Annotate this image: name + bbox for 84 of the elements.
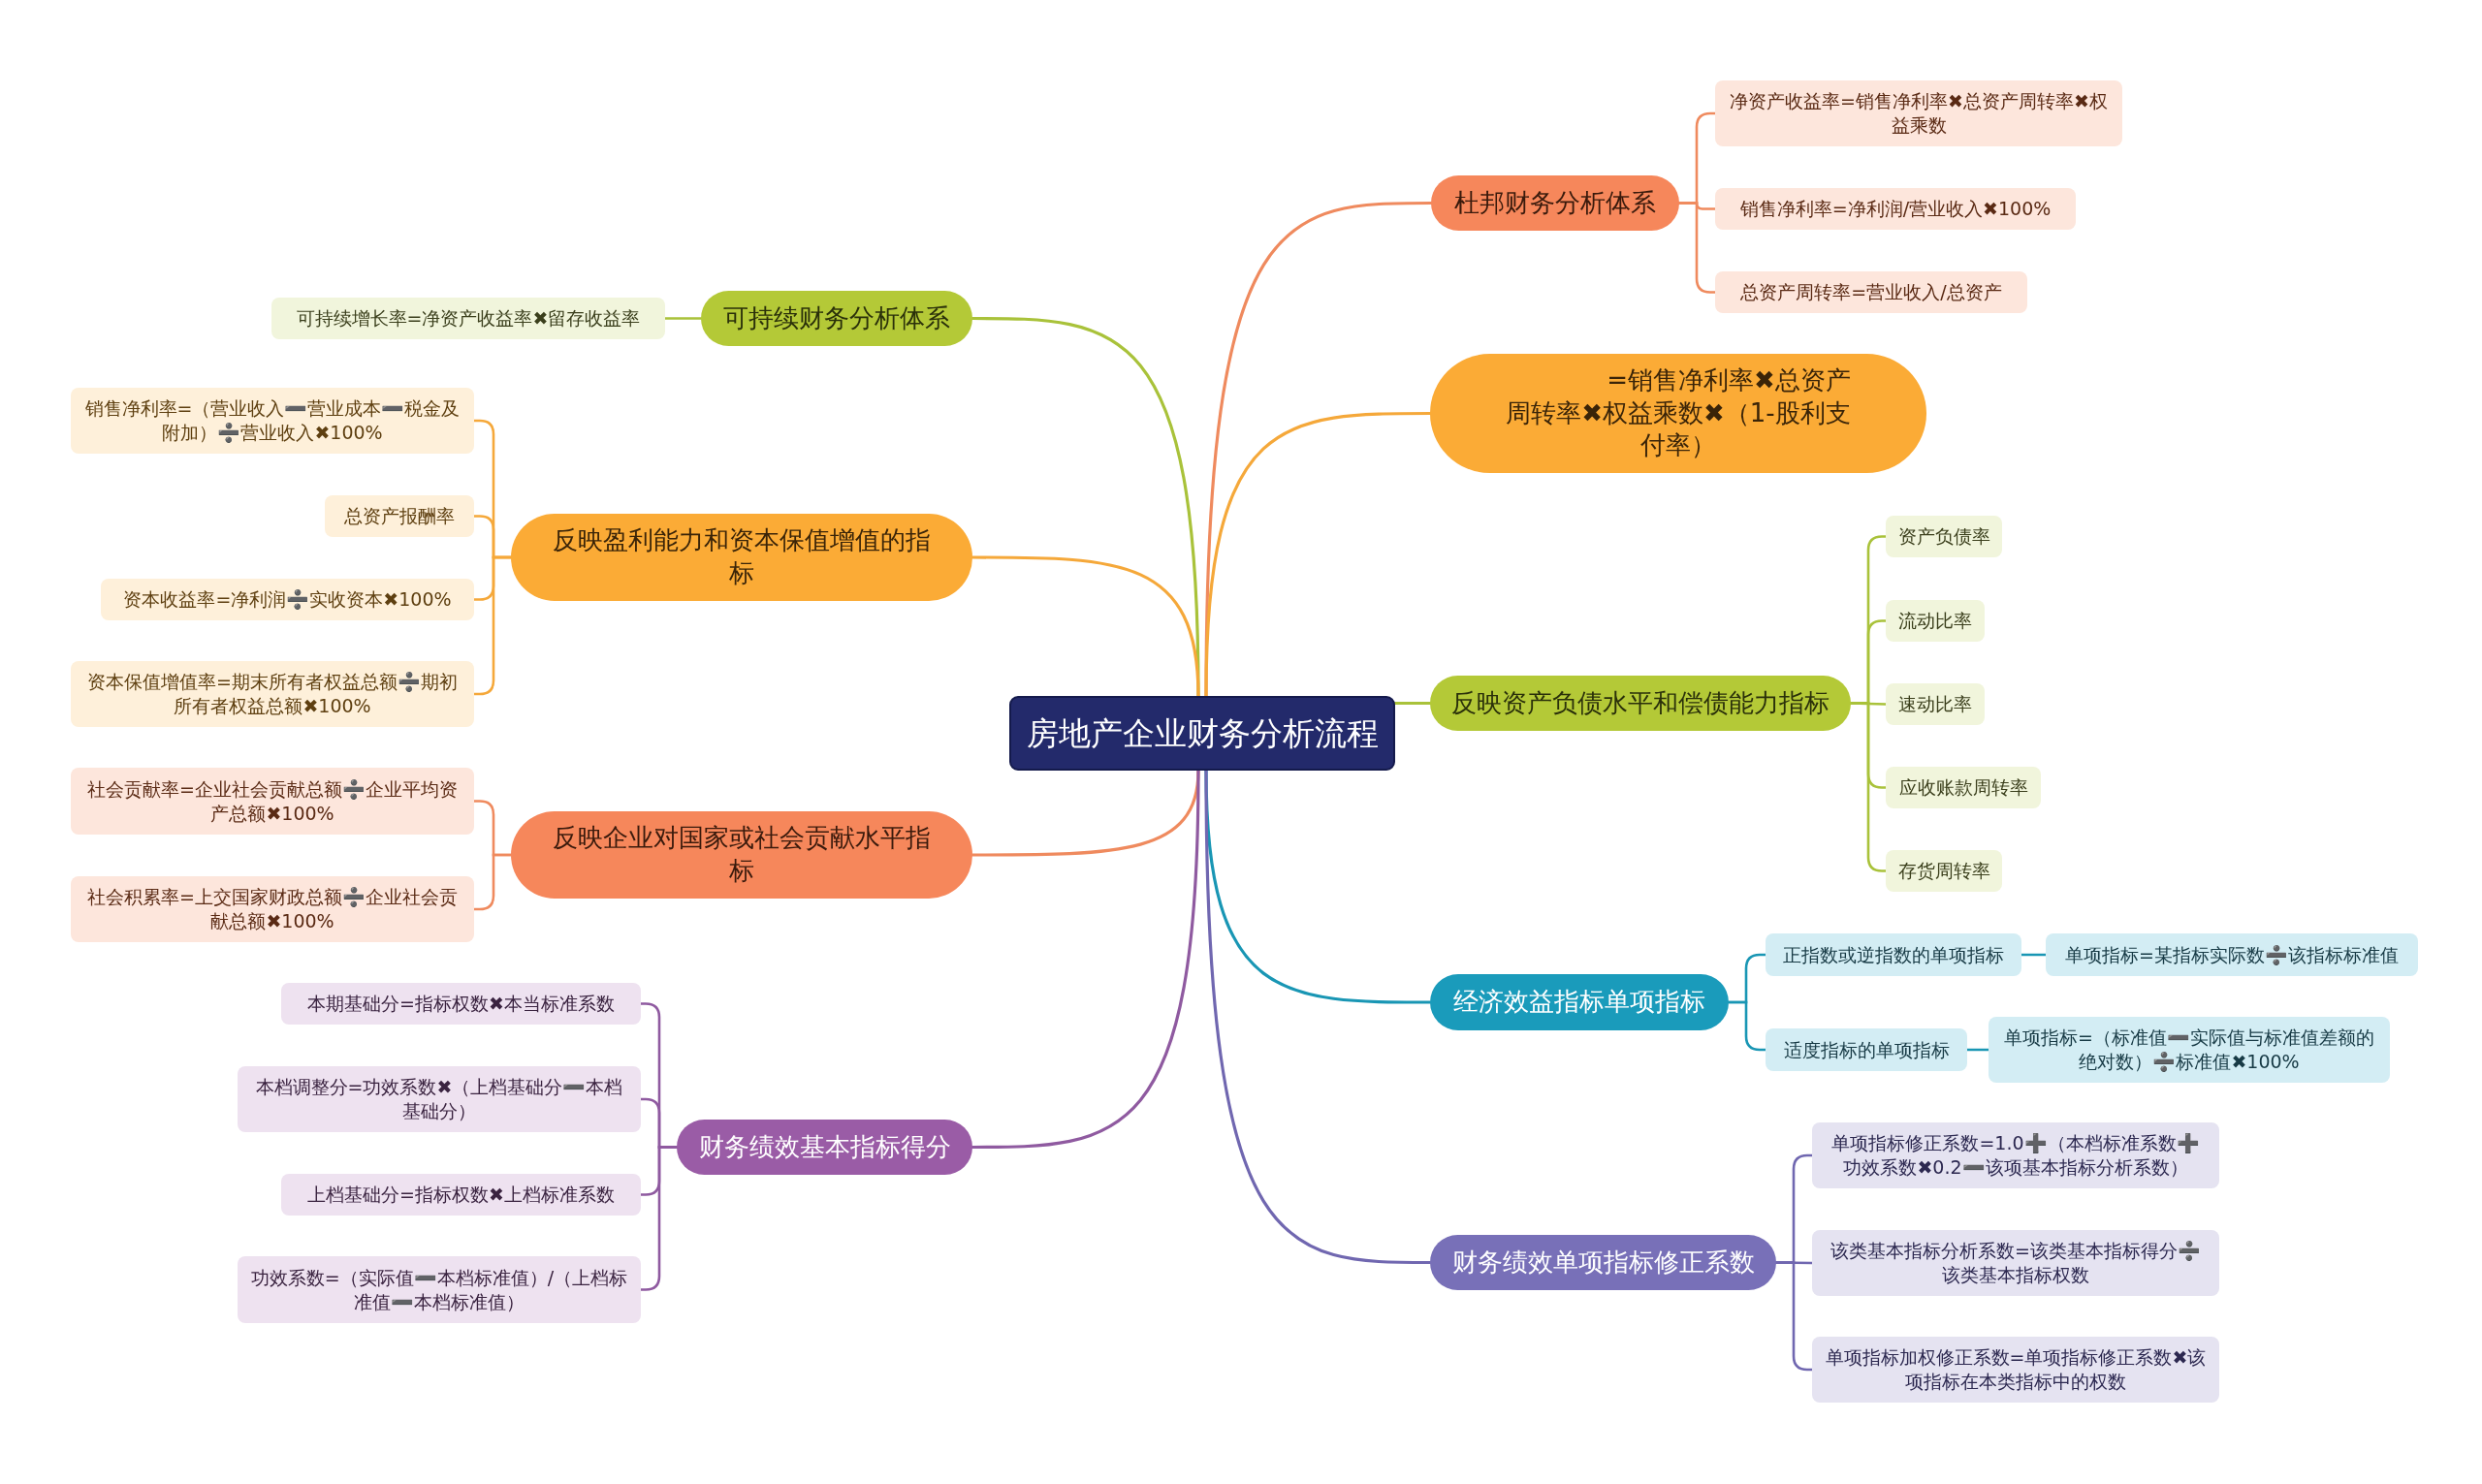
subtopic-card: [1886, 767, 2041, 808]
subtopic-card: [1715, 271, 2027, 313]
subtopic-card: [1886, 516, 2002, 557]
subtopic-text: 应收账款周转率: [1897, 775, 2029, 800]
subtopic-card: [1766, 933, 2021, 976]
subtopic-card: [71, 388, 474, 454]
subtopic-text: 总资产周转率=营业收入/总资产: [1739, 280, 2003, 304]
subtopic-text: 上档基础分=指标权数✖上档标准系数: [306, 1183, 616, 1207]
subtopic-card: [1812, 1337, 2219, 1403]
subtopic-card: [71, 661, 474, 727]
branch-line: [1393, 701, 1432, 706]
branch-line: [1204, 769, 1432, 1265]
branch-topic-label: =销售净利率✖总资产周转率✖权益乘数✖（1-股利支付率）: [1505, 363, 1852, 462]
branch-line: [1204, 411, 1432, 698]
subtopic-card: [1886, 600, 1985, 642]
branch-topic-label: 反映资产负债水平和偿债能力指标: [1450, 686, 1830, 719]
connector-line: [2020, 953, 2048, 957]
subtopic-text: 可持续增长率=净资产收益率✖留存收益率: [295, 306, 642, 331]
subtopic-text: 速动比率: [1897, 692, 1973, 716]
subtopic-card: [71, 768, 474, 835]
subtopic-card: [281, 983, 641, 1025]
branch-topic-label: 可持续财务分析体系: [722, 301, 951, 334]
branch-line: [971, 769, 1200, 1150]
branch-topic-pill: [677, 1120, 972, 1175]
subtopic-text: 销售净利率=净利润/营业收入✖100%: [1738, 197, 2052, 221]
branch-topic-label: 财务绩效基本指标得分: [697, 1130, 952, 1163]
branch-line: [971, 555, 1200, 698]
branch-topic-label: 财务绩效单项指标修正系数: [1450, 1246, 1756, 1279]
subtopic-card: [1989, 1017, 2390, 1083]
subtopic-card: [1812, 1122, 2219, 1188]
subtopic-card: [1715, 80, 2122, 146]
subtopic-card: [101, 579, 474, 620]
subtopic-text: 单项指标=某指标实际数➗该指标标准值: [2064, 942, 2400, 967]
subtopic-text: 销售净利率=（营业收入➖营业成本➖税金及附加）➗营业收入✖100%: [83, 396, 461, 445]
central-topic-title: 房地产企业财务分析流程: [1025, 712, 1380, 754]
subtopic-card: [2046, 933, 2418, 976]
subtopic-text: 单项指标修正系数=1.0➕（本档标准系数➕功效系数✖0.2➖该项基本指标分析系数）: [1830, 1131, 2201, 1180]
subtopic-text: 功效系数=（实际值➖本档标准值）/（上档标准值➖本档标准值）: [249, 1265, 629, 1314]
subtopic-text: 净资产收益率=销售净利率✖总资产周转率✖权益乘数: [1729, 89, 2109, 138]
subtopic-text: 资产负债率: [1896, 524, 1991, 549]
subtopic-text: 正指数或逆指数的单项指标: [1782, 942, 2005, 967]
connector-line: [472, 853, 513, 911]
subtopic-card: [271, 298, 665, 339]
subtopic-text: 存货周转率: [1896, 859, 1991, 883]
branch-topic-pill: [1430, 974, 1729, 1030]
subtopic-text: 该类基本指标分析系数=该类基本指标得分➗该类基本指标权数: [1830, 1239, 2202, 1287]
subtopic-text: 本档调整分=功效系数✖（上档基础分➖本档基础分）: [254, 1075, 624, 1123]
subtopic-text: 单项指标加权修正系数=单项指标修正系数✖该项指标在本类指标中的权数: [1824, 1345, 2208, 1394]
branch-topic-label: 反映盈利能力和资本保值增值的指标: [552, 524, 932, 589]
subtopic-card: [1812, 1230, 2219, 1296]
connector-line: [663, 317, 703, 320]
connector-line: [1965, 1048, 1990, 1052]
subtopic-card: [238, 1066, 641, 1132]
subtopic-text: 总资产报酬率: [343, 504, 456, 528]
subtopic-card: [1886, 683, 1985, 725]
subtopic-card: [1766, 1028, 1967, 1071]
subtopic-card: [238, 1256, 641, 1323]
branch-topic-label: 经济效益指标单项指标: [1452, 986, 1706, 1019]
subtopic-text: 单项指标=（标准值➖实际值与标准值差额的绝对数）➗标准值✖100%: [2003, 1026, 2375, 1074]
central-topic-card: [1009, 696, 1395, 771]
subtopic-text: 资本保值增值率=期末所有者权益总额➗期初所有者权益总额✖100%: [86, 670, 459, 718]
subtopic-card: [1715, 188, 2076, 230]
subtopic-text: 社会贡献率=企业社会贡献总额➗企业平均资产总额✖100%: [86, 776, 459, 826]
connector-line: [1774, 1261, 1814, 1372]
connector-line: [1677, 202, 1717, 294]
branch-topic-label: 杜邦财务分析体系: [1453, 186, 1657, 219]
subtopic-text: 适度指标的单项指标: [1782, 1037, 1951, 1062]
branch-topic-label: 反映企业对国家或社会贡献水平指标: [552, 822, 932, 887]
connector-line: [639, 1146, 679, 1291]
subtopic-card: [71, 876, 474, 942]
connector-line: [1849, 702, 1888, 872]
branch-topic-pill: [1431, 175, 1679, 231]
subtopic-text: 流动比率: [1897, 609, 1973, 633]
subtopic-text: 社会积累率=上交国家财政总额➗企业社会贡献总额✖100%: [86, 885, 459, 933]
branch-topic-pill: [701, 291, 972, 346]
branch-topic-pill: [1430, 676, 1851, 731]
branch-topic-pill: [1430, 1235, 1776, 1290]
subtopic-card: [281, 1174, 641, 1216]
connector-line: [1727, 1000, 1767, 1052]
connector-line: [472, 555, 513, 696]
subtopic-text: 资本收益率=净利润➗实收资本✖100%: [122, 587, 453, 612]
subtopic-card: [1886, 850, 2002, 892]
subtopic-card: [325, 495, 474, 537]
subtopic-text: 本期基础分=指标权数✖本当标准系数: [306, 992, 616, 1016]
